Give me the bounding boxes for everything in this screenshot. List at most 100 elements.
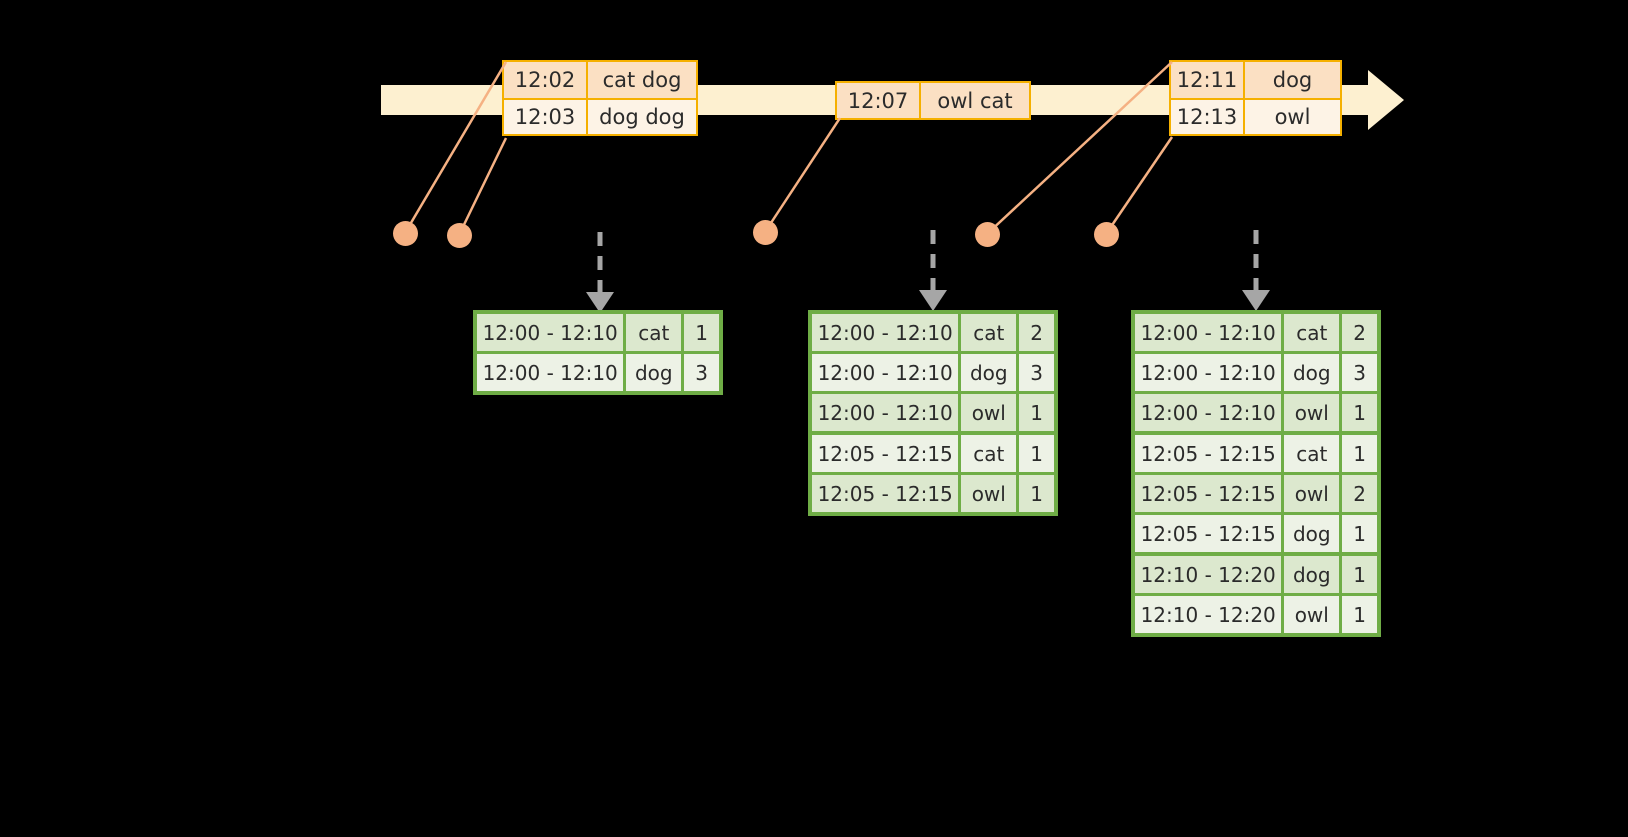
cell-separator bbox=[1016, 394, 1020, 431]
timeline-arrow-head bbox=[1368, 70, 1404, 130]
count-cell: 1 bbox=[1019, 475, 1054, 512]
count-cell: 1 bbox=[1019, 435, 1054, 472]
cell-separator bbox=[1281, 354, 1285, 391]
row-separator bbox=[1135, 391, 1377, 394]
count-cell: 3 bbox=[1019, 354, 1054, 391]
word-cell: dog bbox=[626, 354, 682, 391]
window-cell: 12:00 - 12:10 bbox=[1135, 394, 1282, 431]
cell-separator bbox=[1339, 354, 1343, 391]
row-separator bbox=[812, 472, 1054, 475]
cell-separator bbox=[1339, 515, 1343, 552]
word-cell: cat bbox=[1284, 435, 1340, 472]
count-cell: 1 bbox=[1342, 394, 1377, 431]
window-cell: 12:05 - 12:15 bbox=[812, 435, 959, 472]
row-separator bbox=[1135, 472, 1377, 475]
event-dot-2[interactable] bbox=[447, 223, 472, 248]
word-cell: cat bbox=[961, 435, 1017, 472]
count-cell: 1 bbox=[1342, 596, 1377, 633]
count-cell: 1 bbox=[1342, 515, 1377, 552]
window-cell: 12:00 - 12:10 bbox=[812, 394, 959, 431]
word-cell: owl bbox=[1284, 475, 1340, 512]
cell-separator bbox=[1339, 475, 1343, 512]
event-payload: owl cat bbox=[921, 83, 1029, 118]
row-separator bbox=[477, 351, 719, 354]
window-group-separator bbox=[812, 431, 1054, 435]
event-time: 12:11 bbox=[1171, 62, 1245, 98]
cell-separator bbox=[958, 394, 962, 431]
word-cell: dog bbox=[1284, 556, 1340, 593]
cell-separator bbox=[1281, 314, 1285, 351]
cell-separator bbox=[1281, 475, 1285, 512]
cell-separator bbox=[623, 314, 627, 351]
event-time: 12:02 bbox=[504, 62, 588, 98]
cell-separator bbox=[1016, 475, 1020, 512]
window-cell: 12:05 - 12:15 bbox=[812, 475, 959, 512]
event-payload: dog dog bbox=[588, 100, 696, 134]
word-cell: dog bbox=[1284, 354, 1340, 391]
word-cell: cat bbox=[1284, 314, 1340, 351]
word-cell: owl bbox=[1284, 394, 1340, 431]
event-box-group-1[interactable]: 12:02 cat dog 12:03 dog dog bbox=[502, 60, 698, 136]
event-dot-4[interactable] bbox=[975, 222, 1000, 247]
window-group-separator bbox=[1135, 431, 1377, 435]
event-dot-1[interactable] bbox=[393, 221, 418, 246]
event-box-group-2[interactable]: 12:07 owl cat bbox=[835, 81, 1031, 120]
event-box-group-3[interactable]: 12:11 dog 12:13 owl bbox=[1169, 60, 1342, 136]
dashed-arrow-1 bbox=[586, 232, 614, 313]
row-separator bbox=[812, 351, 1054, 354]
event-time: 12:07 bbox=[837, 83, 921, 118]
window-cell: 12:00 - 12:10 bbox=[812, 354, 959, 391]
event-dot-3[interactable] bbox=[753, 220, 778, 245]
dashed-arrow-3 bbox=[1242, 230, 1270, 311]
window-cell: 12:05 - 12:15 bbox=[1135, 475, 1282, 512]
event-time: 12:13 bbox=[1171, 100, 1245, 134]
event-dot-5[interactable] bbox=[1094, 222, 1119, 247]
cell-separator bbox=[1339, 596, 1343, 633]
window-cell: 12:00 - 12:10 bbox=[1135, 314, 1282, 351]
word-cell: dog bbox=[961, 354, 1017, 391]
cell-separator bbox=[1281, 515, 1285, 552]
event-payload: cat dog bbox=[588, 62, 696, 98]
cell-separator bbox=[958, 354, 962, 391]
window-cell: 12:10 - 12:20 bbox=[1135, 596, 1282, 633]
word-cell: owl bbox=[1284, 596, 1340, 633]
cell-separator bbox=[1016, 435, 1020, 472]
word-cell: cat bbox=[961, 314, 1017, 351]
count-cell: 1 bbox=[684, 314, 719, 351]
cell-separator bbox=[623, 354, 627, 391]
event-payload: owl bbox=[1245, 100, 1340, 134]
count-cell: 2 bbox=[1342, 314, 1377, 351]
window-cell: 12:10 - 12:20 bbox=[1135, 556, 1282, 593]
count-cell: 3 bbox=[1342, 354, 1377, 391]
cell-separator bbox=[1016, 314, 1020, 351]
event-payload: dog bbox=[1245, 62, 1340, 98]
word-cell: dog bbox=[1284, 515, 1340, 552]
word-cell: cat bbox=[626, 314, 682, 351]
cell-separator bbox=[1339, 556, 1343, 593]
row-separator bbox=[1135, 512, 1377, 515]
count-cell: 1 bbox=[1342, 435, 1377, 472]
cell-separator bbox=[1016, 354, 1020, 391]
cell-separator bbox=[1339, 435, 1343, 472]
window-cell: 12:05 - 12:15 bbox=[1135, 435, 1282, 472]
cell-separator bbox=[681, 354, 685, 391]
cell-separator bbox=[958, 435, 962, 472]
